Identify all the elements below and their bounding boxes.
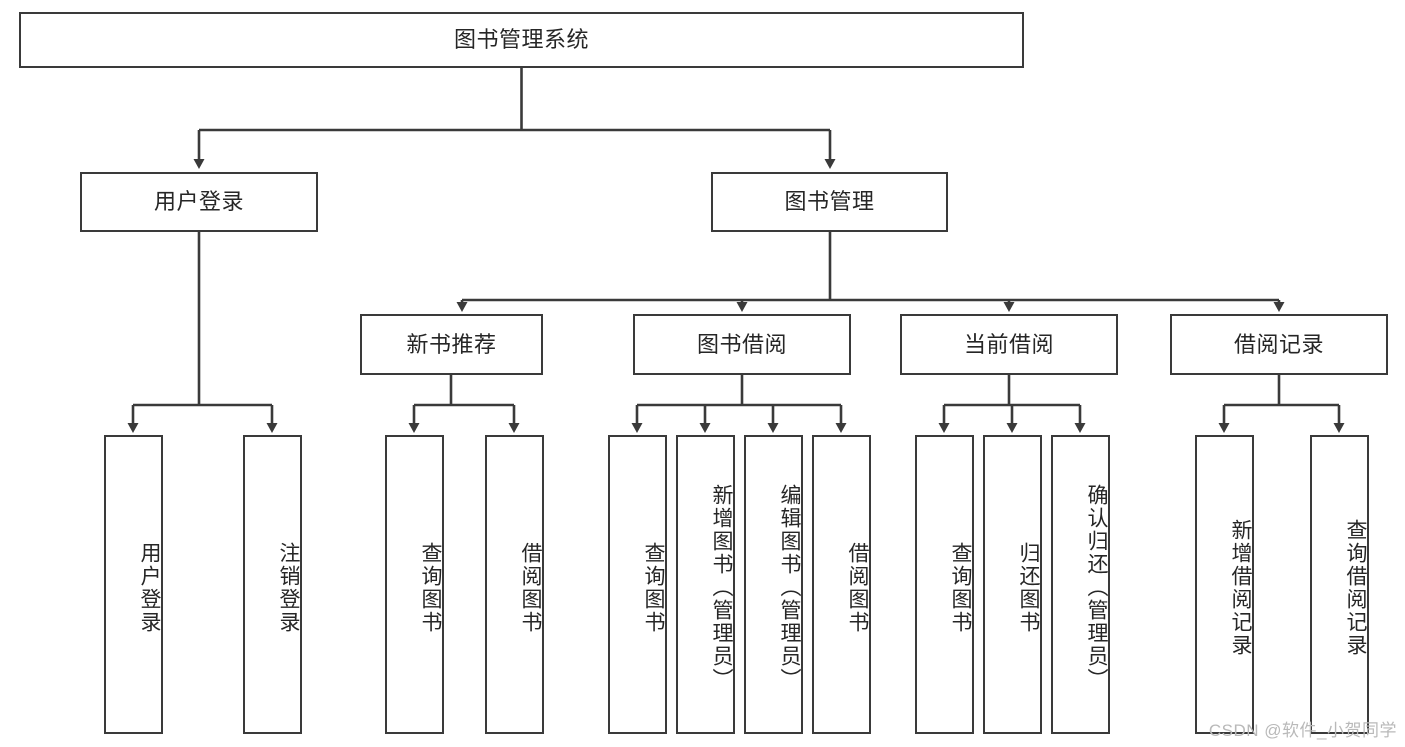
- leaf-confirm-return-admin[interactable]: 确认归还（管理员）: [1051, 435, 1110, 734]
- node-book-management[interactable]: 图书管理: [711, 172, 948, 232]
- node-borrow-record[interactable]: 借阅记录: [1170, 314, 1388, 375]
- node-book-management-label: 图书管理: [784, 189, 875, 215]
- leaf-query-book-recommend[interactable]: 查询图书: [385, 435, 444, 734]
- node-new-book-recommend[interactable]: 新书推荐: [360, 314, 543, 375]
- leaf-logout[interactable]: 注销登录: [243, 435, 302, 734]
- leaf-borrow-book-recommend[interactable]: 借阅图书: [485, 435, 544, 734]
- leaf-edit-book-admin-label: 编辑图书（管理员）: [778, 484, 801, 691]
- leaf-logout-label: 注销登录: [277, 541, 300, 634]
- node-current-borrow-label: 当前借阅: [963, 331, 1054, 357]
- leaf-query-book-recommend-label: 查询图书: [419, 541, 442, 634]
- leaf-user-login[interactable]: 用户登录: [104, 435, 163, 734]
- leaf-query-book-current[interactable]: 查询图书: [915, 435, 974, 734]
- node-book-borrow[interactable]: 图书借阅: [633, 314, 851, 375]
- leaf-edit-book-admin[interactable]: 编辑图书（管理员）: [744, 435, 803, 734]
- node-borrow-record-label: 借阅记录: [1233, 331, 1324, 357]
- leaf-query-book-borrow[interactable]: 查询图书: [608, 435, 667, 734]
- leaf-borrow-book-label: 借阅图书: [846, 541, 869, 634]
- node-new-book-recommend-label: 新书推荐: [406, 331, 497, 357]
- leaf-return-book[interactable]: 归还图书: [983, 435, 1042, 734]
- leaf-confirm-return-admin-label: 确认归还（管理员）: [1085, 484, 1108, 691]
- node-user-login[interactable]: 用户登录: [80, 172, 318, 232]
- leaf-query-book-borrow-label: 查询图书: [642, 541, 665, 634]
- leaf-return-book-label: 归还图书: [1017, 541, 1040, 634]
- leaf-user-login-label: 用户登录: [138, 541, 161, 634]
- leaf-borrow-book-recommend-label: 借阅图书: [519, 541, 542, 634]
- node-root[interactable]: 图书管理系统: [19, 12, 1024, 68]
- node-book-borrow-label: 图书借阅: [696, 331, 787, 357]
- leaf-add-borrow-record-label: 新增借阅记录: [1229, 518, 1252, 657]
- leaf-query-borrow-record-label: 查询借阅记录: [1344, 518, 1367, 657]
- leaf-add-borrow-record[interactable]: 新增借阅记录: [1195, 435, 1254, 734]
- leaf-add-book-admin-label: 新增图书（管理员）: [710, 484, 733, 691]
- node-current-borrow[interactable]: 当前借阅: [900, 314, 1118, 375]
- node-user-login-label: 用户登录: [153, 189, 244, 215]
- leaf-add-book-admin[interactable]: 新增图书（管理员）: [676, 435, 735, 734]
- node-root-label: 图书管理系统: [453, 27, 589, 53]
- leaf-query-borrow-record[interactable]: 查询借阅记录: [1310, 435, 1369, 734]
- leaf-borrow-book[interactable]: 借阅图书: [812, 435, 871, 734]
- leaf-query-book-current-label: 查询图书: [949, 541, 972, 634]
